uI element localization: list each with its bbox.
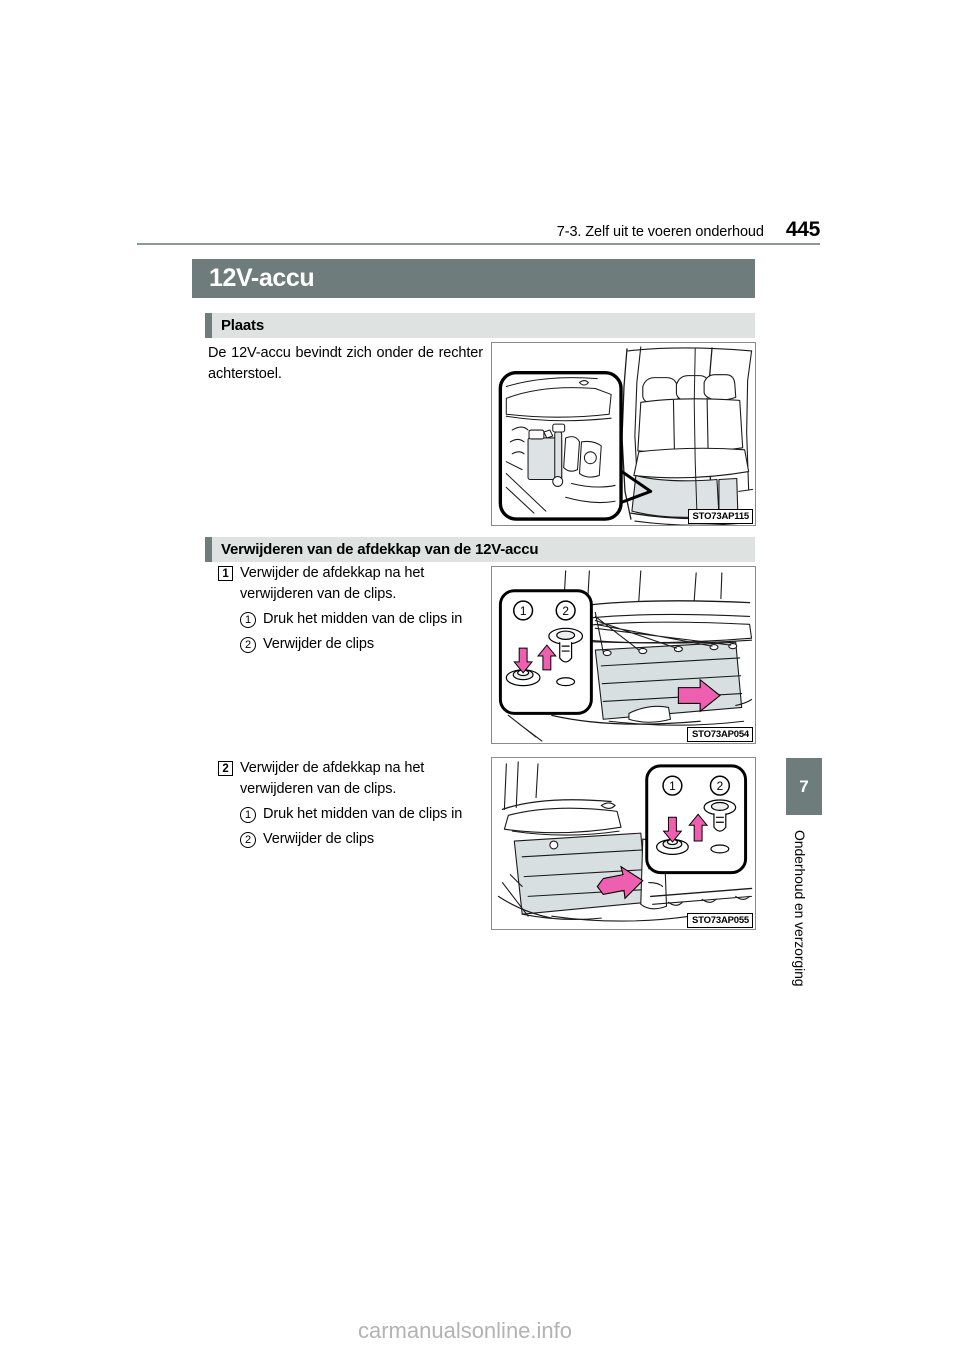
header-divider (137, 243, 820, 245)
page-title: 12V-accu (209, 264, 315, 292)
pull-direction-arrow (677, 678, 721, 713)
push-down-arrow (662, 816, 683, 843)
push-down-arrow (513, 647, 534, 674)
pull-up-arrow (688, 813, 709, 842)
substep-1-2-text: Verwijder de clips (263, 636, 375, 652)
step-2-heading: 2 Verwijder de afdekkap na het verwijder… (218, 758, 496, 800)
substep-number-badge: 2 (240, 637, 256, 653)
step-block-2: 2 Verwijder de afdekkap na het verwijder… (218, 758, 496, 850)
page-header: 7-3. Zelf uit te voeren onderhoud 445 (137, 218, 821, 242)
figure-cover-clips-side: 1 2 STO73AP055 (491, 757, 756, 930)
substep-number-badge: 1 (240, 807, 256, 823)
svg-text:2: 2 (562, 604, 569, 618)
section-accent-bar (205, 537, 212, 562)
substep-number-badge: 1 (240, 612, 256, 628)
watermark: carmanualsonline.info (357, 1318, 573, 1343)
figure-3-code: STO73AP055 (687, 913, 753, 928)
section-label-verwijderen: Verwijderen van de afdekkap van de 12V-a… (221, 541, 539, 558)
step-2-text: Verwijder de afdekkap na het verwijderen… (240, 760, 425, 797)
section-label-plaats: Plaats (221, 317, 264, 334)
figure-2-code: STO73AP054 (687, 727, 753, 742)
substep-2-2-text: Verwijder de clips (263, 831, 375, 847)
substep-2-2: 2 Verwijder de clips (218, 829, 496, 850)
step-1-heading: 1 Verwijder de afdekkap na het verwijder… (218, 563, 496, 605)
chapter-tab-number: 7 (786, 758, 822, 815)
section-accent-bar (205, 313, 212, 338)
section-header-plaats: Plaats (205, 313, 755, 338)
figure-3-illustration: 1 2 (497, 761, 753, 922)
pull-direction-arrow (596, 865, 644, 900)
figure-2-illustration: 1 2 (498, 570, 753, 742)
figure-1-code: STO73AP115 (687, 509, 753, 524)
substep-1-2: 2 Verwijder de clips (218, 634, 496, 655)
chapter-title-bar: 12V-accu (192, 259, 755, 298)
substep-2-1: 1 Druk het midden van de clips in (218, 804, 496, 825)
intro-paragraph: De 12V-accu bevindt zich onder de rechte… (208, 345, 483, 382)
pull-up-arrow (536, 644, 557, 671)
substep-1-1-text: Druk het midden van de clips in (263, 611, 463, 627)
substep-2-1-text: Druk het midden van de clips in (263, 806, 463, 822)
header-section-title: 7-3. Zelf uit te voeren onderhoud (556, 224, 764, 240)
figure-battery-location: STO73AP115 (491, 342, 756, 526)
svg-text:1: 1 (520, 604, 527, 618)
figure-1-illustration (498, 346, 754, 525)
step-number-badge: 2 (218, 761, 233, 776)
step-number-badge: 1 (218, 566, 233, 581)
svg-text:2: 2 (717, 779, 724, 793)
svg-text:1: 1 (669, 779, 676, 793)
substep-number-badge: 2 (240, 832, 256, 848)
chapter-tab-label: Onderhoud en verzorging (792, 830, 808, 987)
section-header-verwijderen: Verwijderen van de afdekkap van de 12V-a… (205, 537, 755, 562)
step-1-text: Verwijder de afdekkap na het verwijderen… (240, 565, 425, 602)
step-block-1: 1 Verwijder de afdekkap na het verwijder… (218, 563, 496, 655)
figure-cover-clips-rear: 1 2 STO73AP054 (491, 566, 756, 744)
substep-1-1: 1 Druk het midden van de clips in (218, 609, 496, 630)
page-number: 445 (785, 218, 820, 241)
